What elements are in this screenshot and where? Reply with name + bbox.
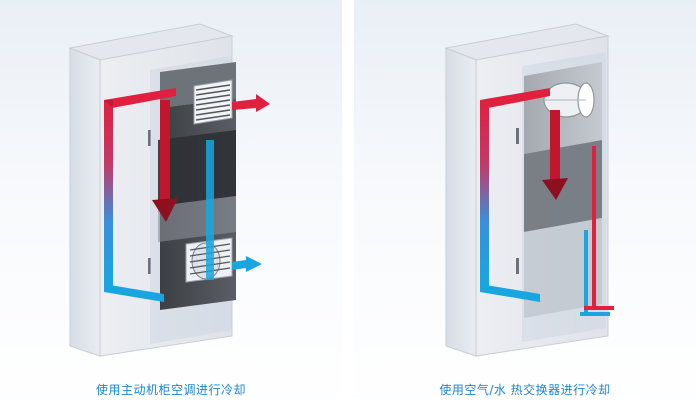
- cold-air-outlet-arrow: [232, 256, 262, 272]
- cold-air-channel: [206, 140, 214, 280]
- airflow-loop: [480, 88, 550, 302]
- ac-unit-lower-band: [158, 196, 236, 242]
- cabinet-front: [445, 47, 477, 357]
- right-cabinet-diagram: [444, 23, 614, 357]
- hot-air-down-arrow: [152, 100, 178, 222]
- airflow-loop: [104, 88, 176, 302]
- door-hinge-top: [516, 128, 519, 144]
- right-caption: 使用空气/水 热交换器进行冷却: [439, 383, 611, 397]
- fan-grille-icon: [193, 79, 233, 125]
- door-hinge-top: [148, 130, 151, 146]
- fan-icon: [543, 82, 595, 118]
- left-diagram-panel: 使用主动机柜空调进行冷却: [0, 0, 342, 409]
- door-hinge-bottom: [148, 258, 151, 274]
- hot-air-outlet-arrow: [232, 94, 270, 112]
- door-hinge-bottom: [516, 258, 519, 274]
- cabinet-front: [69, 47, 101, 357]
- hot-air-down-arrow: [542, 110, 568, 200]
- ac-unit-middle-band: [158, 130, 236, 206]
- left-caption: 使用主动机柜空调进行冷却: [95, 383, 246, 397]
- right-diagram-panel: 使用空气/水 热交换器进行冷却: [354, 0, 696, 409]
- heat-exchanger-lower: [524, 218, 602, 318]
- water-pipes: [580, 146, 614, 316]
- left-cabinet-diagram: [68, 23, 270, 357]
